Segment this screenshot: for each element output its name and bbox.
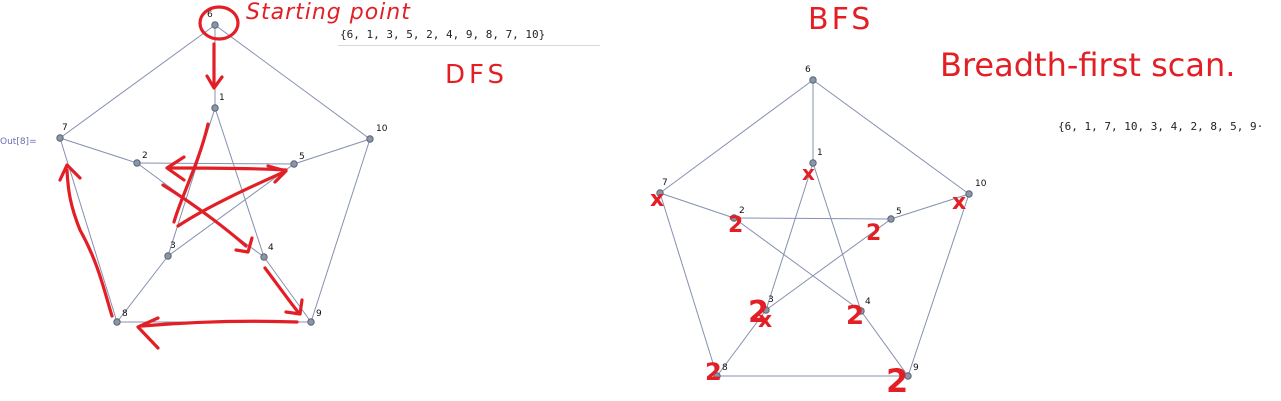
handwritten-bfs-subtitle: Breadth-first scan. [940,46,1236,84]
stroke-9-8 [140,319,299,328]
edge-6-10 [812,79,970,195]
mark-7-x: x [650,187,664,212]
node-label-4: 4 [268,243,274,253]
node-1 [211,104,219,112]
mark-3-num: 2 [748,295,769,330]
bfs-sequence: {6, 1, 7, 10, 3, 4, 2, 8, 5, 9· [1058,120,1264,133]
node-label-8: 8 [122,309,128,319]
dfs-sequence: {6, 1, 3, 5, 2, 4, 9, 8, 7, 10} [340,28,546,41]
node-label-9: 9 [913,363,919,373]
stroke-start-arrowhead [205,74,224,90]
node-7 [656,189,664,197]
stroke-5-2 [168,166,288,172]
node-2 [133,159,141,167]
edge-2-5 [733,217,892,220]
dfs-hand-strokes [58,5,304,350]
node-10 [965,190,973,198]
node-label-3: 3 [768,295,774,305]
edge-6-7 [59,24,216,139]
edge-10-9 [907,193,970,377]
node-label-2: 2 [739,206,745,216]
edge-9-4 [860,310,909,377]
node-label-1: 1 [817,148,823,158]
edge-2-4 [733,217,862,312]
node-label-7: 7 [62,123,68,133]
edge-10-5 [293,138,371,165]
stroke-8-7 [65,168,114,318]
mark-10-x: x [952,190,966,215]
node-label-7: 7 [662,178,668,188]
node-5 [887,215,895,223]
edge-1-4 [214,107,265,258]
node-7 [56,134,64,142]
mark-2-num: 2 [728,213,743,238]
bfs-graph: 6 1 7 10 2 5 3 4 8 9 [656,65,987,380]
mark-8-num: 2 [705,358,722,386]
stroke-2-4 [161,183,248,248]
start-circle [198,5,240,41]
edge-7-8 [659,192,718,377]
node-3 [164,252,172,260]
edge-7-2 [659,192,735,219]
node-label-9: 9 [316,309,322,319]
node-label-5: 5 [299,152,305,162]
mark-4-num: 2 [846,301,864,331]
output-cell-label: Out[8]= [0,137,37,147]
node-10 [366,135,374,143]
edge-7-2 [59,137,138,164]
node-label-6: 6 [207,10,213,20]
stroke-1-3 [172,122,210,224]
node-label-3: 3 [170,241,176,251]
stroke-9-8-arrowhead [136,316,160,350]
edge-1-4 [812,162,862,312]
edge-2-5 [136,162,295,165]
edge-10-5 [890,193,970,220]
mark-5-num: 2 [866,221,881,246]
mark-3-x: x [758,308,772,333]
node-9 [307,318,315,326]
mark-1-x: x [802,161,815,185]
edge-8-3 [116,255,169,323]
node-2 [730,214,738,222]
handwritten-starting-point: Starting point [246,0,411,25]
edge-10-9 [310,138,371,323]
stroke-3-5 [176,170,286,228]
mark-9-num: 2 [886,362,908,400]
node-label-2: 2 [142,151,148,161]
node-6 [211,21,219,29]
node-3 [762,306,770,314]
edge-9-4 [263,256,312,323]
dfs-sequence-divider [338,45,600,46]
handwritten-bfs-title: BFS [808,2,874,37]
stroke-8-7-arrowhead [58,163,82,182]
edge-6-10 [214,24,371,140]
node-label-10: 10 [376,124,388,134]
stroke-4-9 [263,266,300,314]
stroke-4-9-arrowhead [284,298,304,316]
node-8 [113,318,121,326]
node-1 [809,159,817,167]
node-label-6: 6 [805,65,811,75]
node-label-5: 5 [896,207,902,217]
edge-6-7 [659,79,814,194]
node-9 [904,372,912,380]
node-4 [857,307,865,315]
edge-3-5 [765,218,892,311]
node-label-4: 4 [865,297,871,307]
node-4 [260,253,268,261]
node-label-10: 10 [975,179,987,189]
stroke-2-4-arrowhead [234,236,254,254]
node-6 [809,76,817,84]
node-label-1: 1 [219,93,225,103]
stroke-5-2-arrowhead [165,155,186,182]
edge-1-3 [765,162,814,311]
node-5 [290,160,298,168]
node-label-8: 8 [722,363,728,373]
edge-8-3 [716,309,767,377]
edge-3-5 [167,163,295,257]
node-8 [713,372,721,380]
bfs-visit-marks: x x x 2 2 2 x 2 2 2 [650,161,966,400]
handwritten-dfs-title: DFS [445,60,509,90]
